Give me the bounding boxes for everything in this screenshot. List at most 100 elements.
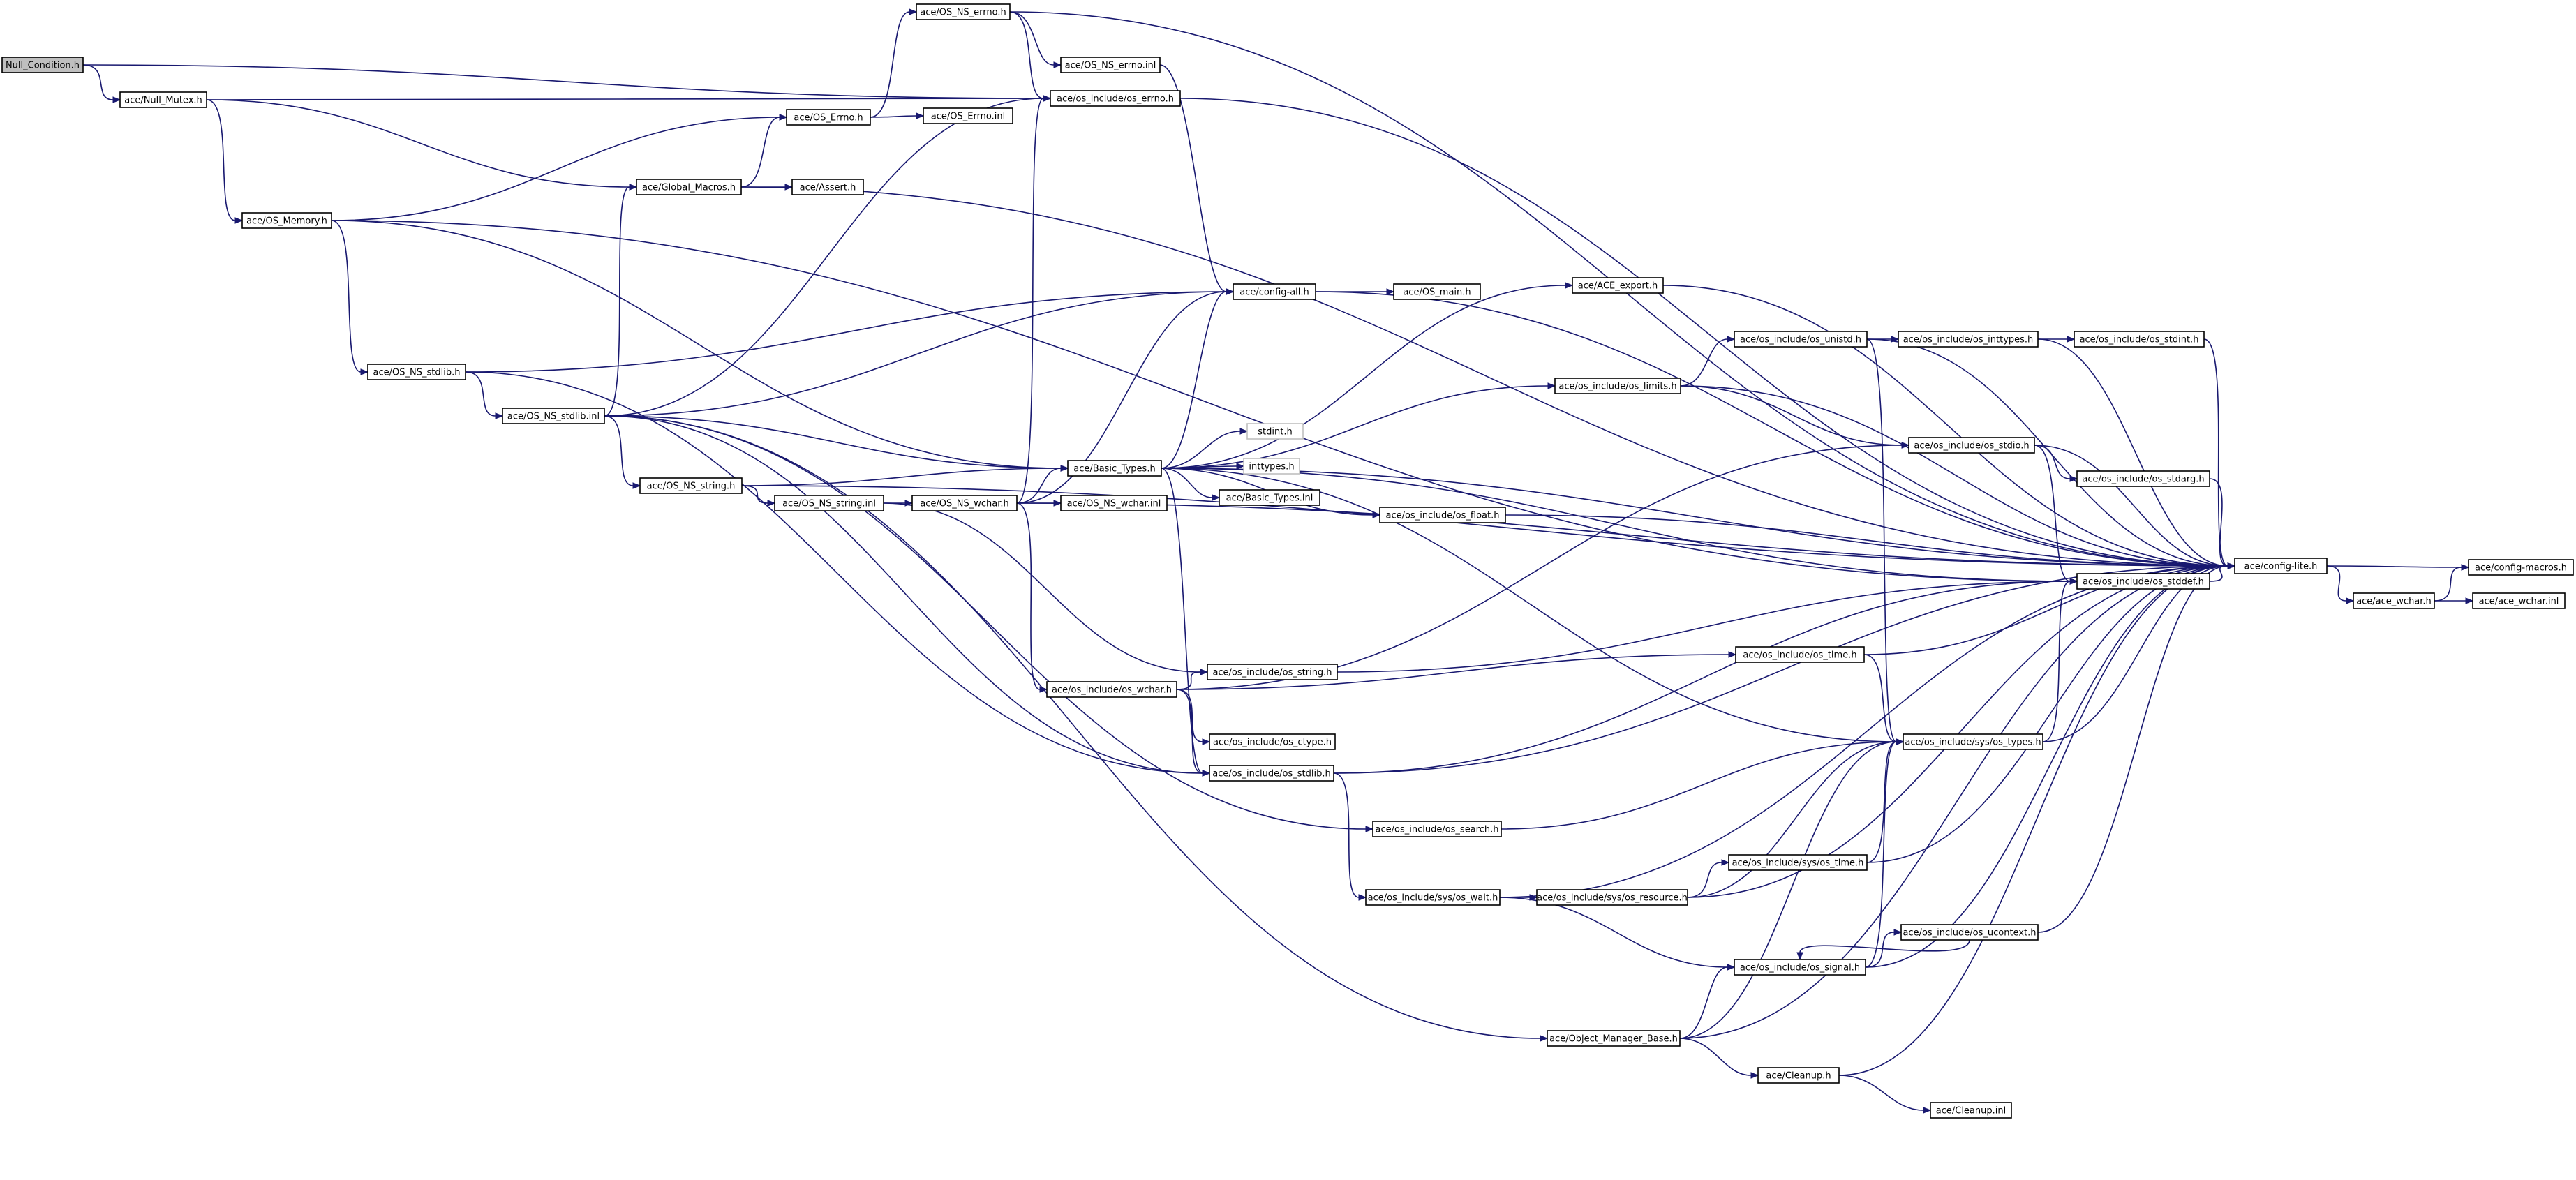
node-os-ctype[interactable]: ace/os_include/os_ctype.h [1209, 733, 1336, 750]
node-box[interactable] [2234, 558, 2328, 574]
node-box[interactable] [1930, 1102, 2012, 1119]
node-box[interactable] [923, 107, 1013, 124]
node-ace-wchar-inl[interactable]: ace/ace_wchar.inl [2472, 592, 2566, 609]
node-box[interactable] [1393, 283, 1481, 300]
node-box[interactable] [774, 495, 884, 511]
node-os-limits[interactable]: ace/os_include/os_limits.h [1554, 378, 1681, 394]
node-box[interactable] [367, 364, 466, 380]
node-box[interactable] [2353, 592, 2435, 609]
node-box[interactable] [1900, 924, 2039, 941]
node-os-ns-string-h[interactable]: ace/OS_NS_string.h [639, 477, 743, 494]
node-os-stdint[interactable]: ace/os_include/os_stdint.h [2074, 331, 2205, 348]
node-box[interactable] [1898, 331, 2039, 348]
node-basic-types-inl[interactable]: ace/Basic_Types.inl [1219, 489, 1320, 506]
node-os-ns-wchar-h[interactable]: ace/OS_NS_wchar.h [911, 495, 1018, 511]
node-box[interactable] [1209, 733, 1336, 750]
node-box[interactable] [636, 179, 742, 195]
node-config-all[interactable]: ace/config-all.h [1233, 283, 1316, 300]
node-box[interactable] [1757, 1067, 1840, 1084]
node-box[interactable] [786, 109, 871, 126]
node-box[interactable] [1903, 733, 2043, 750]
node-box[interactable] [1207, 664, 1338, 680]
node-stdint-h[interactable]: stdint.h [1246, 423, 1304, 440]
node-null-condition[interactable]: Null_Condition.h [1, 57, 84, 73]
node-os-ucontext[interactable]: ace/os_include/os_ucontext.h [1900, 924, 2039, 941]
node-os-float[interactable]: ace/os_include/os_float.h [1379, 507, 1506, 523]
node-box[interactable] [1908, 437, 2035, 454]
node-os-ns-wchar-inl[interactable]: ace/OS_NS_wchar.inl [1060, 495, 1168, 511]
node-cleanup-h[interactable]: ace/Cleanup.h [1757, 1067, 1840, 1084]
node-config-macros[interactable]: ace/config-macros.h [2468, 559, 2574, 576]
node-box[interactable] [2468, 559, 2574, 576]
node-box[interactable] [1365, 889, 1501, 906]
node-os-ns-string-inl[interactable]: ace/OS_NS_string.inl [774, 495, 884, 511]
node-os-stdarg[interactable]: ace/os_include/os_stdarg.h [2076, 470, 2210, 487]
node-box[interactable] [1572, 277, 1664, 294]
node-box[interactable] [1060, 57, 1161, 73]
node-os-ns-errno-inl[interactable]: ace/OS_NS_errno.inl [1060, 57, 1161, 73]
node-sys-os-time[interactable]: ace/os_include/sys/os_time.h [1728, 854, 1868, 871]
node-box[interactable] [1372, 821, 1502, 837]
node-box[interactable] [1728, 854, 1868, 871]
node-box[interactable] [2472, 592, 2566, 609]
node-os-memory[interactable]: ace/OS_Memory.h [241, 212, 332, 229]
node-box[interactable] [1734, 959, 1866, 976]
node-os-main[interactable]: ace/OS_main.h [1393, 283, 1481, 300]
node-sys-os-resource[interactable]: ace/os_include/sys/os_resource.h [1536, 889, 1688, 906]
node-box[interactable] [2076, 470, 2210, 487]
node-box[interactable] [1233, 283, 1316, 300]
node-os-inttypes[interactable]: ace/os_include/os_inttypes.h [1898, 331, 2039, 348]
node-os-include-wchar[interactable]: ace/os_include/os_wchar.h [1046, 681, 1177, 698]
node-inttypes-h[interactable]: inttypes.h [1243, 458, 1300, 475]
node-ace-export[interactable]: ace/ACE_export.h [1572, 277, 1664, 294]
node-box[interactable] [911, 495, 1018, 511]
node-cleanup-inl[interactable]: ace/Cleanup.inl [1930, 1102, 2012, 1119]
node-os-ns-stdlib-inl[interactable]: ace/OS_NS_stdlib.inl [502, 408, 605, 424]
node-basic-types-h[interactable]: ace/Basic_Types.h [1067, 460, 1162, 477]
node-box[interactable] [1554, 378, 1681, 394]
node-os-stdio[interactable]: ace/os_include/os_stdio.h [1908, 437, 2035, 454]
node-os-errno-inl[interactable]: ace/OS_Errno.inl [923, 107, 1013, 124]
node-box[interactable] [1379, 507, 1506, 523]
node-box[interactable] [119, 91, 207, 108]
node-os-signal[interactable]: ace/os_include/os_signal.h [1734, 959, 1866, 976]
node-box[interactable] [1050, 90, 1181, 107]
node-box[interactable] [1219, 489, 1320, 506]
node-box[interactable] [2074, 331, 2205, 348]
node-box[interactable] [502, 408, 605, 424]
node-box[interactable] [1243, 458, 1300, 475]
node-box[interactable] [1734, 331, 1868, 348]
node-box[interactable] [1046, 681, 1177, 698]
node-box[interactable] [1209, 765, 1334, 782]
node-box[interactable] [639, 477, 743, 494]
node-os-errno-h[interactable]: ace/OS_Errno.h [786, 109, 871, 126]
node-global-macros[interactable]: ace/Global_Macros.h [636, 179, 742, 195]
node-os-time[interactable]: ace/os_include/os_time.h [1735, 646, 1865, 663]
node-os-include-errno[interactable]: ace/os_include/os_errno.h [1050, 90, 1181, 107]
node-box[interactable] [791, 179, 864, 195]
node-assert-h[interactable]: ace/Assert.h [791, 179, 864, 195]
node-box[interactable] [1536, 889, 1688, 906]
node-object-manager-base[interactable]: ace/Object_Manager_Base.h [1547, 1030, 1681, 1047]
node-os-include-string[interactable]: ace/os_include/os_string.h [1207, 664, 1338, 680]
node-box[interactable] [2076, 573, 2210, 590]
node-os-unistd[interactable]: ace/os_include/os_unistd.h [1734, 331, 1868, 348]
node-box[interactable] [1067, 460, 1162, 477]
node-os-stddef[interactable]: ace/os_include/os_stddef.h [2076, 573, 2210, 590]
node-box[interactable] [241, 212, 332, 229]
node-box[interactable] [1246, 423, 1304, 440]
node-config-lite[interactable]: ace/config-lite.h [2234, 558, 2328, 574]
node-os-ns-stdlib-h[interactable]: ace/OS_NS_stdlib.h [367, 364, 466, 380]
node-box[interactable] [916, 3, 1011, 20]
node-box[interactable] [1547, 1030, 1681, 1047]
node-box[interactable] [1735, 646, 1865, 663]
node-os-include-stdlib[interactable]: ace/os_include/os_stdlib.h [1209, 765, 1334, 782]
node-os-ns-errno-h[interactable]: ace/OS_NS_errno.h [916, 3, 1011, 20]
node-null-mutex[interactable]: ace/Null_Mutex.h [119, 91, 207, 108]
node-box[interactable] [1, 57, 84, 73]
node-box[interactable] [1060, 495, 1168, 511]
node-sys-os-wait[interactable]: ace/os_include/sys/os_wait.h [1365, 889, 1501, 906]
node-os-search[interactable]: ace/os_include/os_search.h [1372, 821, 1502, 837]
node-sys-os-types[interactable]: ace/os_include/sys/os_types.h [1903, 733, 2043, 750]
node-ace-wchar-h[interactable]: ace/ace_wchar.h [2353, 592, 2435, 609]
